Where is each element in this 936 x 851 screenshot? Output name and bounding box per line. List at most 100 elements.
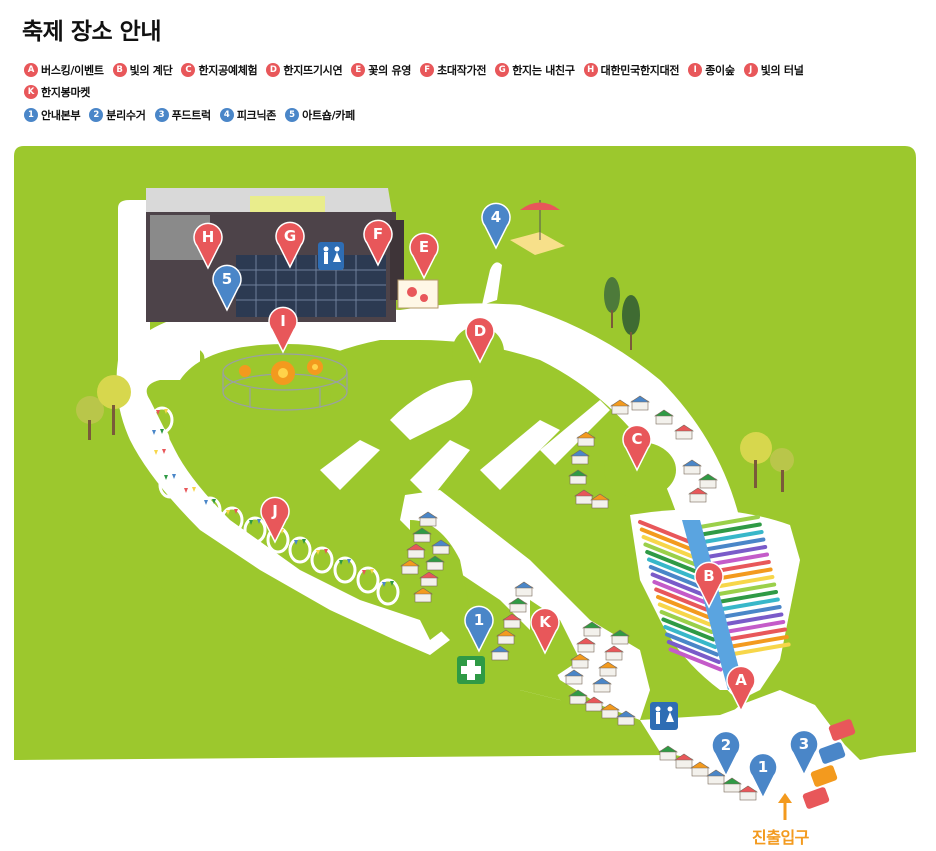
market-tent [610, 399, 630, 415]
map-pin-label-f: F [373, 225, 383, 243]
legend-badge-d: D [266, 63, 281, 77]
market-tent [738, 785, 758, 801]
tunnel-arch [148, 446, 172, 474]
market-tent [502, 613, 522, 629]
map-pin-label-g: G [284, 227, 296, 245]
market-tent [576, 637, 596, 653]
legend-label-a: 버스킹/이벤트 [41, 64, 104, 77]
tunnel-arch [158, 471, 182, 499]
market-tent [431, 539, 451, 555]
legend-label-5: 아트숍/카페 [302, 109, 355, 122]
legend-label-g: 한지는 내친구 [512, 64, 575, 77]
stair-step-right [725, 627, 787, 642]
map-pin-k[interactable]: K [530, 607, 560, 655]
map-pin-info1[interactable]: 1 [464, 605, 494, 653]
map-pin-g[interactable]: G [275, 221, 305, 269]
market-tent [514, 581, 534, 597]
market-tent [722, 777, 742, 793]
stair-step-left [665, 632, 719, 657]
restroom-icon-2[interactable] [650, 702, 678, 730]
stair-step-left [656, 595, 710, 619]
stair-step-right [698, 515, 760, 529]
map-pin-shop[interactable]: 5 [212, 264, 242, 312]
stair-step-left [641, 535, 696, 559]
map-pin-info1b[interactable]: 1 [748, 752, 778, 800]
stair-step-left [659, 610, 714, 634]
map-pin-picnic[interactable]: 4 [481, 202, 511, 250]
tunnel-arch [178, 484, 202, 512]
stair-step-right [721, 612, 784, 627]
stair-step-left [648, 565, 703, 589]
map-pin-label-info1: 1 [474, 611, 484, 629]
restroom-icon[interactable] [318, 242, 344, 270]
stair-step-right [703, 537, 766, 552]
market-tent [400, 559, 420, 575]
legend-label-h: 대한민국한지대전 [600, 64, 680, 77]
stair-step-left [663, 625, 718, 649]
stair-step-right [714, 582, 777, 597]
map-pin-i[interactable]: I [268, 306, 298, 354]
market-tent [658, 745, 678, 761]
legend-badge-a: A [24, 63, 38, 77]
map-pin-j[interactable]: J [260, 496, 290, 544]
entrance-arrow [778, 793, 792, 820]
map-pin-b[interactable]: B [694, 561, 724, 609]
market-tent [564, 669, 584, 685]
lower-white-band [14, 480, 670, 760]
map-pin-f[interactable]: F [363, 219, 393, 267]
stair-step-right [726, 635, 789, 649]
map-pin-label-picnic: 4 [491, 208, 501, 226]
map-pin-a[interactable]: A [726, 665, 756, 713]
tunnel-flag [302, 539, 306, 544]
entrance-label: 진출입구 [752, 828, 809, 847]
map-pin-label-k: K [539, 613, 552, 631]
market-tent [568, 689, 588, 705]
market-tent [654, 409, 674, 425]
tunnel-flag [164, 475, 168, 480]
market-tent [590, 493, 610, 509]
map-pin-d[interactable]: D [465, 316, 495, 364]
tunnel-flag [184, 488, 188, 493]
tunnel-arch [198, 496, 222, 524]
first-aid-icon[interactable] [457, 656, 485, 684]
map-pin-e[interactable]: E [409, 232, 439, 280]
stair-water-channel [682, 520, 742, 690]
market-tent [582, 621, 602, 637]
legend-badge-g: G [495, 63, 510, 77]
tunnel-flag [316, 550, 320, 555]
tunnel-flag [234, 509, 238, 514]
map-pin-label-food: 3 [799, 735, 809, 753]
map-pin-c[interactable]: C [622, 424, 652, 472]
market-tent [412, 527, 432, 543]
stair-step-right [712, 575, 775, 589]
map-pin-food[interactable]: 3 [789, 729, 819, 777]
market-tent [568, 469, 588, 485]
stair-step-right [716, 590, 778, 604]
tunnel-flag [164, 409, 168, 414]
map-pin-recycle[interactable]: 2 [711, 730, 741, 778]
stair-step-left [647, 557, 701, 582]
market-tent [570, 449, 590, 465]
tunnel-arch [310, 546, 334, 574]
stair-step-left [645, 550, 700, 574]
map-pin-label-i: I [280, 312, 286, 330]
flower-panel [397, 279, 439, 309]
page-title: 축제 장소 안내 [22, 19, 161, 45]
map-pin-h[interactable]: H [193, 222, 223, 270]
